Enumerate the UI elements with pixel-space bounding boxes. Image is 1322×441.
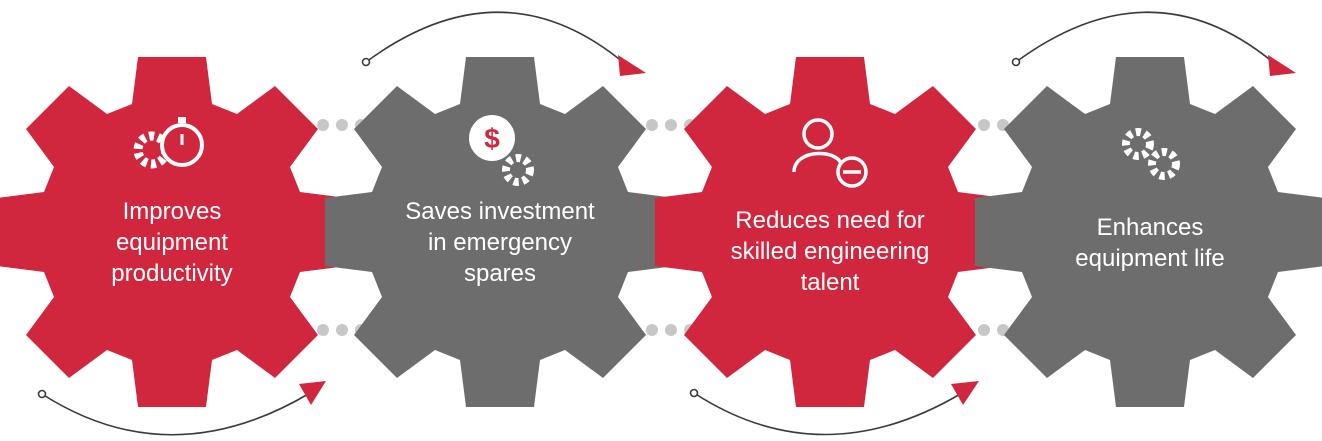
arrow-bottom-1 (37, 381, 326, 436)
label-line: Improves (122, 198, 222, 225)
label-line: equipment (115, 229, 229, 256)
arrow-bottom-2 (689, 381, 979, 436)
label-line: talent (800, 269, 860, 296)
gears-stopwatch-icon (133, 117, 204, 169)
label-line: in emergency (427, 229, 573, 256)
svg-text:$: $ (484, 123, 500, 154)
label-line: skilled engineering (730, 238, 930, 265)
arrow-top-1 (361, 11, 646, 76)
user-minus-icon (792, 118, 868, 188)
gear-label-2: Saves investment in emergency spares (380, 196, 620, 289)
label-line: Reduces need for (735, 207, 925, 234)
label-line: productivity (111, 260, 233, 287)
gear-label-4: Enhances equipment life (1040, 212, 1260, 274)
label-line: equipment life (1075, 245, 1225, 272)
label-line: Enhances (1096, 214, 1204, 241)
gears-icon (1122, 128, 1180, 180)
gear-label-3: Reduces need for skilled engineering tal… (710, 205, 950, 298)
gear-label-1: Improves equipment productivity (72, 196, 272, 289)
dollar-gear-icon: $ (469, 115, 534, 186)
label-line: Saves investment (405, 198, 595, 225)
arrow-top-2 (1011, 11, 1296, 76)
label-line: spares (463, 260, 537, 287)
